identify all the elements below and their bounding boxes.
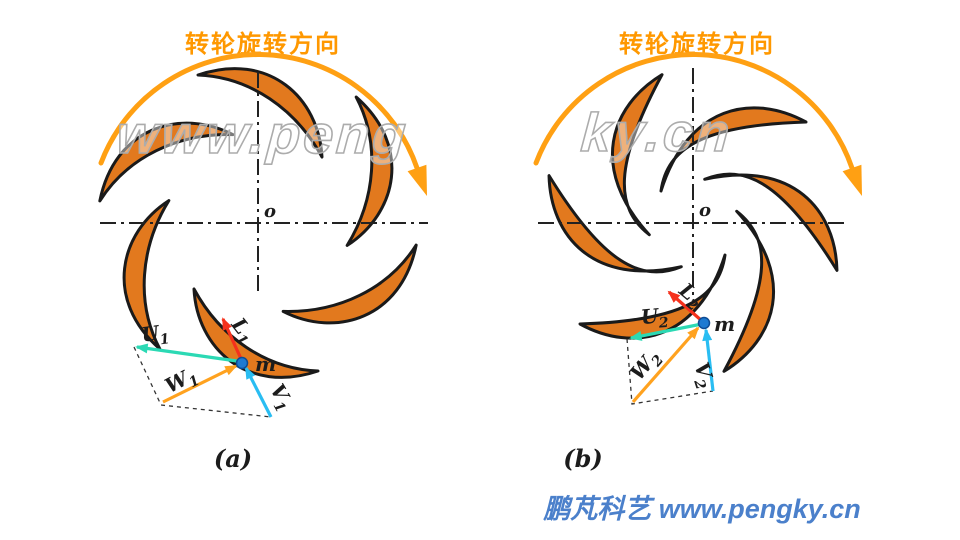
vector-w2 [631, 326, 700, 404]
label-v2: V2 [686, 359, 721, 392]
vector-l2 [667, 290, 704, 323]
label-m-b: m [714, 312, 735, 336]
watermark-left: www.peng [115, 105, 411, 165]
rotation-arrowhead-b [842, 164, 862, 196]
label-w1: W1 [161, 362, 202, 402]
panel-b: 转轮旋转方向 o ky.cn L2 U2 W2 [533, 30, 862, 473]
construction-line-a [133, 346, 272, 418]
point-m-a [235, 356, 249, 370]
panel-a: 转轮旋转方向 o www.peng U1 W1 V1 [90, 30, 428, 473]
vector-u2 [629, 322, 703, 341]
center-label-a: o [264, 201, 276, 222]
label-u2: U2 [640, 303, 670, 333]
caption-b: (b) [563, 444, 603, 473]
rotation-arrowhead-a [407, 164, 427, 196]
vector-w1 [162, 364, 238, 404]
watermark-right: ky.cn [579, 103, 734, 163]
label-w2: W2 [625, 344, 667, 387]
label-u1: U1 [140, 319, 171, 351]
vector-u1 [135, 343, 245, 364]
point-m-b [697, 316, 711, 330]
caption-a: (a) [214, 444, 252, 473]
rotor-blade [535, 139, 683, 310]
footer-brand-text: 鹏芃科艺 www.pengky.cn [542, 494, 861, 524]
vector-v2 [702, 328, 715, 392]
label-m-a: m [255, 352, 276, 376]
construction-line-b [626, 338, 714, 405]
vector-v1 [244, 366, 273, 418]
rotation-arc-b [533, 52, 855, 171]
rotation-arc-a [98, 52, 420, 171]
center-label-b: o [699, 200, 711, 221]
vector-l1 [221, 317, 244, 362]
velocity-triangle-b: L2 U2 W2 V2 m [625, 277, 735, 405]
rotor-blade [281, 202, 424, 358]
